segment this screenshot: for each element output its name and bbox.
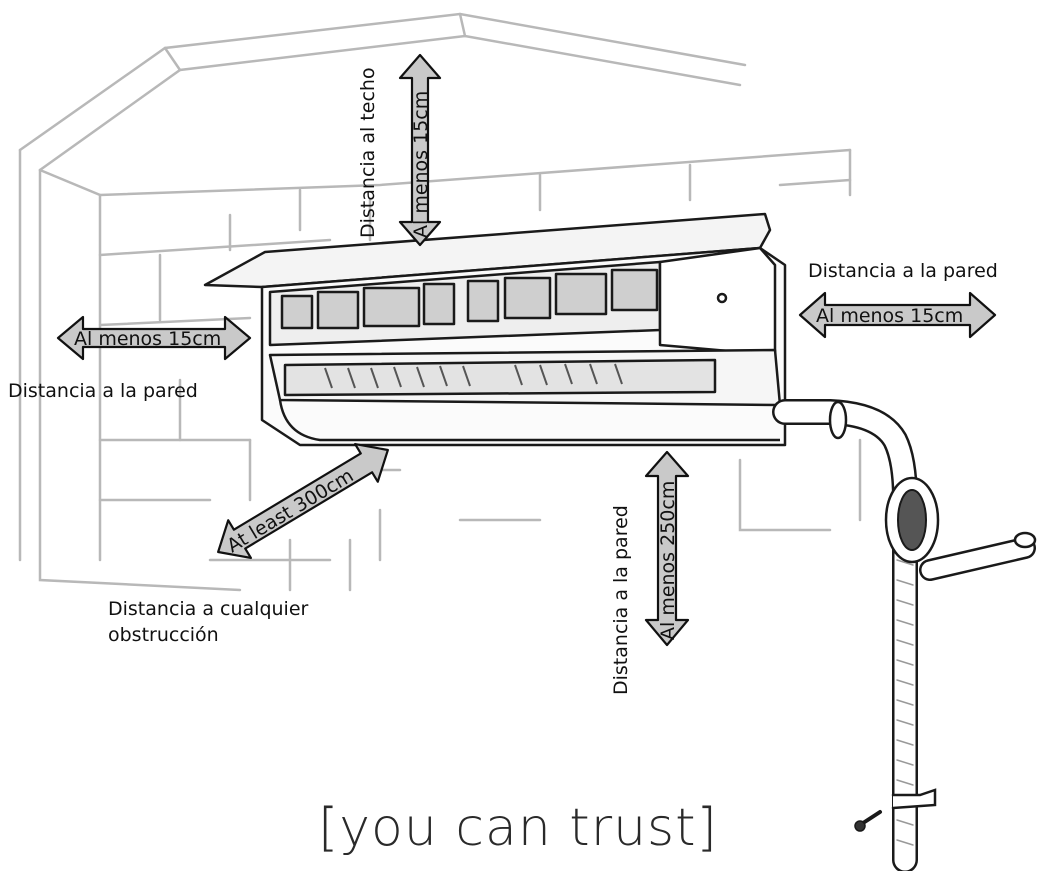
dimension-arrows — [56, 53, 997, 647]
front-title-line1: Distancia a cualquier — [108, 598, 309, 620]
left-title-label: Distancia a la pared — [8, 380, 198, 402]
brand-slogan: [you can trust] — [318, 798, 718, 858]
ceiling-title-label: Distancia al techo — [357, 67, 379, 238]
left-value-label: Al menos 15cm — [74, 328, 221, 350]
refrigerant-pipe — [772, 399, 1037, 871]
right-value-label: Al menos 15cm — [816, 305, 963, 327]
right-arrow-shape — [798, 291, 997, 339]
front-arrow-shape — [217, 442, 389, 560]
floor-value-label: Al menos 250cm — [657, 481, 679, 640]
wall-sketch — [18, 12, 862, 592]
ceiling-arrow-shape — [398, 53, 442, 247]
floor-title-label: Distancia a la pared — [610, 505, 632, 695]
left-arrow-shape — [56, 315, 252, 361]
ac-indoor-unit — [203, 212, 787, 447]
front-title-line2: obstrucción — [108, 624, 219, 646]
right-title-label: Distancia a la pared — [808, 260, 998, 282]
ceiling-value-label: Al menos 15cm — [410, 91, 432, 238]
floor-arrow-shape — [644, 450, 690, 647]
